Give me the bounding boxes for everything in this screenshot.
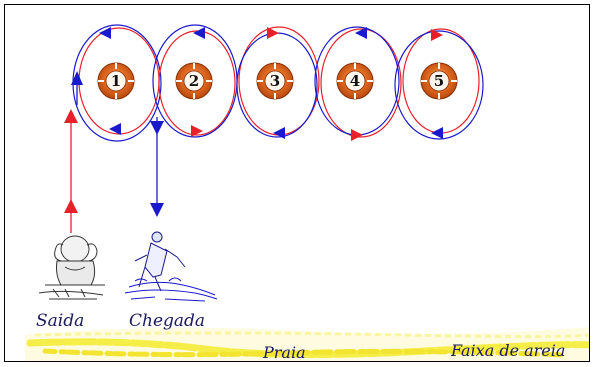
course-diagram: 1 2 3 4 5 bbox=[5, 5, 590, 362]
arrow-blue-finish-mid bbox=[150, 121, 164, 135]
buoy-1: 1 bbox=[98, 63, 134, 99]
arrow-blue-top-2 bbox=[193, 27, 205, 39]
arrow-red-start-mid bbox=[64, 109, 78, 123]
arrow-red-top-3 bbox=[267, 27, 279, 39]
buoy-5: 5 bbox=[421, 63, 457, 99]
buoy-number: 5 bbox=[434, 72, 444, 90]
buoy-3: 3 bbox=[257, 63, 293, 99]
buoy-number: 2 bbox=[189, 72, 199, 90]
buoy-number: 4 bbox=[350, 72, 360, 90]
buoy-2: 2 bbox=[176, 63, 212, 99]
arrow-red-bottom-4 bbox=[351, 129, 363, 141]
buoy-4: 4 bbox=[337, 63, 373, 99]
arrow-blue-bottom-5 bbox=[431, 127, 443, 139]
finish-path bbox=[150, 117, 164, 217]
arrow-red-start-low bbox=[64, 199, 78, 213]
finish-figure bbox=[125, 232, 217, 301]
beach-label: Praia bbox=[263, 343, 306, 362]
arrow-blue-finish-low bbox=[150, 203, 164, 217]
start-figure bbox=[39, 236, 105, 299]
buoy-number: 1 bbox=[111, 72, 121, 90]
finish-label: Chegada bbox=[129, 311, 205, 331]
buoy-number: 3 bbox=[270, 72, 280, 90]
sand-strip-label: Faixa de areia bbox=[451, 341, 565, 360]
start-label: Saida bbox=[36, 311, 84, 331]
